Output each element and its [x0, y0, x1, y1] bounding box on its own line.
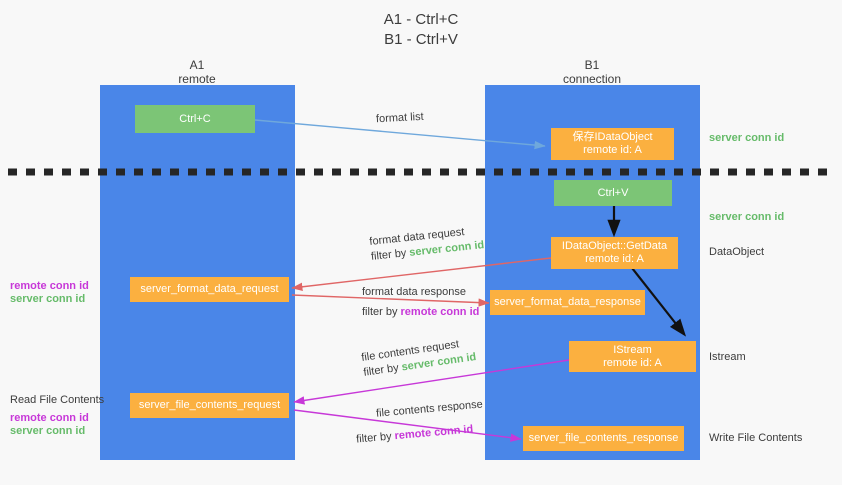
arrow-label-file-contents-response-line2: filter by remote conn id — [356, 421, 486, 447]
box-save-idataobject[interactable]: 保存IDataObject remote id: A — [551, 128, 674, 160]
box-istream[interactable]: IStream remote id: A — [569, 341, 696, 372]
filter-prefix: filter by — [362, 361, 403, 379]
filter-prefix: filter by — [362, 306, 401, 318]
box-istream-title: IStream — [613, 343, 652, 356]
arrow-label-format-data-response: format data response filter by remote co… — [362, 285, 479, 320]
box-server-file-contents-request[interactable]: server_file_contents_request — [130, 393, 289, 418]
box-istream-sub: remote id: A — [603, 356, 662, 369]
label-read-file-contents: Read File Contents — [10, 394, 105, 406]
box-server-format-data-request[interactable]: server_format_data_request — [130, 277, 289, 302]
column-header-b1-sub: connection — [562, 72, 622, 86]
arrow-label-file-contents-request: file contents request filter by server c… — [360, 335, 477, 381]
box-server-file-contents-response[interactable]: server_file_contents_response — [523, 426, 684, 451]
label-server-conn-id-top: server conn id — [709, 132, 785, 144]
label-remote-conn-id-2: remote conn id — [10, 412, 89, 424]
arrow-label-format-data-response-line2: filter by remote conn id — [362, 305, 479, 320]
box-idataobject-getdata-title: IDataObject::GetData — [561, 240, 668, 252]
box-server-file-contents-response-label: server_file_contents_response — [528, 432, 679, 444]
title-line-2: B1 - Ctrl+V — [384, 31, 458, 48]
box-ctrl-v-label: Ctrl+V — [597, 186, 629, 199]
filter-prefix: filter by — [370, 246, 410, 263]
title-line-1: A1 - Ctrl+C — [383, 11, 459, 28]
column-header-a1-sub: remote — [178, 72, 216, 86]
box-idataobject-getdata[interactable]: IDataObject::GetData remote id: A — [551, 237, 678, 269]
arrow-label-format-data-response-line1: format data response — [362, 286, 466, 298]
box-idataobject-getdata-sub: remote id: A — [585, 253, 644, 265]
box-server-format-data-response[interactable]: server_format_data_response — [490, 290, 645, 315]
box-ctrl-c[interactable]: Ctrl+C — [135, 105, 255, 133]
label-server-conn-id-mid: server conn id — [709, 211, 785, 223]
filter-emphasis: remote conn id — [400, 306, 480, 318]
column-header-a1-name: A1 — [189, 58, 205, 72]
box-server-format-data-request-label: server_format_data_request — [140, 283, 279, 295]
label-istream: Istream — [709, 351, 746, 363]
box-server-file-contents-request-label: server_file_contents_request — [138, 399, 281, 411]
column-header-b1-name: B1 — [584, 58, 600, 72]
label-server-conn-id-1: server conn id — [10, 293, 86, 305]
box-ctrl-v[interactable]: Ctrl+V — [554, 180, 672, 206]
label-write-file-contents: Write File Contents — [709, 432, 803, 444]
diagram-title: A1 - Ctrl+C B1 - Ctrl+V — [0, 10, 842, 50]
arrow-label-file-contents-response: file contents response filter by remote … — [354, 397, 486, 447]
label-dataobject: DataObject — [709, 246, 765, 258]
label-remote-conn-id-1: remote conn id — [10, 280, 89, 292]
column-header-b1: B1 connection — [492, 58, 692, 86]
filter-prefix: filter by — [355, 430, 396, 446]
label-server-conn-id-2: server conn id — [10, 425, 86, 437]
arrow-label-format-data-request: format data request filter by server con… — [369, 223, 485, 265]
box-save-idataobject-title: 保存IDataObject — [572, 131, 653, 143]
arrow-label-file-contents-response-line1: file contents response — [375, 398, 484, 420]
box-save-idataobject-sub: remote id: A — [583, 144, 642, 156]
arrow-label-format-list: format list — [375, 110, 424, 126]
column-header-a1: A1 remote — [97, 58, 297, 86]
filter-emphasis: remote conn id — [394, 423, 474, 443]
box-server-format-data-response-label: server_format_data_response — [494, 296, 641, 308]
box-ctrl-c-label: Ctrl+C — [179, 112, 211, 125]
